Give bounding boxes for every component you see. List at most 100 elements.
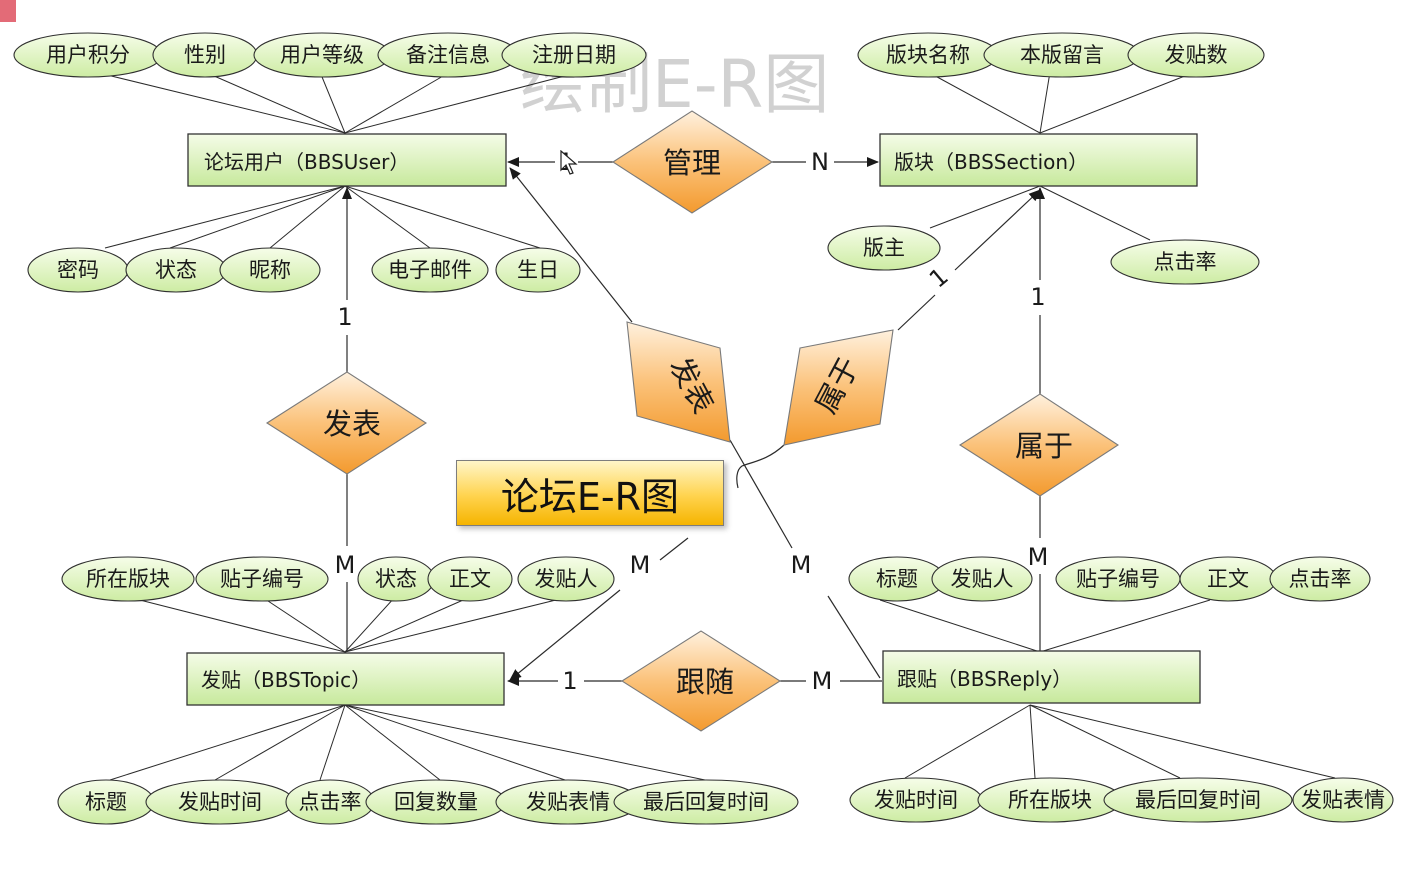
attribute-topic-bottom-0[interactable]: 标题 (57, 779, 155, 825)
card-follow-reply: M (812, 667, 833, 695)
attribute-topic-top-2[interactable]: 状态 (357, 556, 435, 602)
card-manage-section: N (811, 148, 829, 176)
attribute-reply-bottom-3[interactable]: 发贴表情 (1292, 777, 1394, 823)
attribute-label: 用户等级 (280, 43, 364, 67)
attribute-connectors (94, 71, 1336, 781)
attribute-label: 注册日期 (532, 43, 616, 67)
entity-bbsreply[interactable]: 跟贴（BBSReply） (882, 650, 1201, 704)
attribute-label: 版主 (863, 236, 905, 260)
attribute-reply-bottom-0[interactable]: 发贴时间 (849, 777, 983, 823)
attribute-reply-bottom-1[interactable]: 所在版块 (977, 777, 1123, 823)
attribute-topic-bottom-5[interactable]: 最后回复时间 (613, 779, 799, 825)
attribute-topic-bottom-4[interactable]: 发贴表情 (495, 779, 641, 825)
relationship-label: 跟随 (676, 665, 734, 699)
attribute-ellipse (495, 247, 581, 293)
attribute-label: 状态 (375, 567, 417, 591)
attribute-reply-top-1[interactable]: 发贴人 (931, 556, 1033, 602)
attribute-ellipse (1103, 777, 1293, 823)
attribute-label: 版块名称 (886, 43, 970, 67)
attribute-user-top-4[interactable]: 注册日期 (501, 32, 647, 78)
attribute-reply-top-2[interactable]: 贴子编号 (1055, 556, 1181, 602)
attribute-topic-bottom-1[interactable]: 发贴时间 (145, 779, 295, 825)
attribute-reply-bottom-2[interactable]: 最后回复时间 (1103, 777, 1293, 823)
attribute-label: 昵称 (249, 258, 291, 282)
entity-bbsuser[interactable]: 论坛用户（BBSUser） (187, 133, 507, 187)
attribute-label: 发贴时间 (874, 788, 958, 812)
attribute-label: 本版留言 (1020, 43, 1104, 67)
relationship-label: 管理 (663, 146, 721, 180)
attribute-label: 点击率 (299, 790, 362, 814)
attribute-ellipse (613, 779, 799, 825)
attribute-section-bottom-0[interactable]: 版主 (827, 225, 941, 271)
attribute-topic-bottom-2[interactable]: 点击率 (285, 779, 375, 825)
entity-label: 论坛用户（BBSUser） (204, 150, 409, 174)
attribute-label: 标题 (85, 790, 127, 814)
diagram-title: 论坛E-R图 (456, 460, 724, 526)
attribute-label: 最后回复时间 (1135, 788, 1261, 812)
relationship-topic-belongs[interactable]: 属于 (783, 329, 894, 446)
attribute-ellipse (931, 556, 1033, 602)
attribute-label: 发贴表情 (526, 790, 610, 814)
attribute-reply-top-4[interactable]: 点击率 (1269, 556, 1371, 602)
relationship-publish-reply[interactable]: 发表 (626, 321, 731, 443)
entity-bbssection[interactable]: 版块（BBSSection） (879, 133, 1198, 187)
relationship-manage[interactable]: 管理 (611, 110, 774, 214)
attribute-ellipse (1127, 32, 1265, 78)
attribute-user-bottom-4[interactable]: 生日 (495, 247, 581, 293)
relationship-publish-topic[interactable]: 发表 (265, 371, 428, 475)
attribute-ellipse (827, 225, 941, 271)
attribute-reply-top-3[interactable]: 正文 (1179, 556, 1277, 602)
attribute-label: 最后回复时间 (643, 790, 769, 814)
entity-bbstopic[interactable]: 发贴（BBSTopic） (186, 652, 505, 706)
attribute-label: 贴子编号 (220, 567, 304, 591)
attribute-topic-top-4[interactable]: 发贴人 (517, 556, 615, 602)
attribute-label: 发贴人 (951, 567, 1014, 591)
attribute-user-top-2[interactable]: 用户等级 (253, 32, 391, 78)
attribute-topic-bottom-3[interactable]: 回复数量 (365, 779, 507, 825)
attribute-label: 发贴数 (1165, 43, 1228, 67)
attribute-section-top-2[interactable]: 发贴数 (1127, 32, 1265, 78)
attribute-user-top-3[interactable]: 备注信息 (377, 32, 519, 78)
relationship-follow[interactable]: 跟随 (620, 630, 782, 732)
attribute-label: 用户积分 (46, 43, 130, 67)
attribute-topic-top-1[interactable]: 贴子编号 (195, 556, 329, 602)
corner-mark (0, 0, 16, 22)
attribute-user-top-0[interactable]: 用户积分 (13, 32, 163, 78)
attribute-user-bottom-0[interactable]: 密码 (27, 247, 129, 293)
card-belongs-reply: M (1028, 543, 1049, 571)
attribute-topic-top-0[interactable]: 所在版块 (61, 556, 195, 602)
attribute-ellipse (371, 247, 489, 293)
attribute-user-bottom-2[interactable]: 昵称 (219, 247, 321, 293)
attribute-label: 标题 (876, 567, 918, 591)
relationship-reply-belongs[interactable]: 属于 (958, 393, 1120, 497)
attribute-ellipse (1269, 556, 1371, 602)
attribute-label: 发贴表情 (1301, 788, 1385, 812)
attribute-user-bottom-1[interactable]: 状态 (125, 247, 227, 293)
attribute-label: 备注信息 (406, 43, 490, 67)
attribute-label: 密码 (57, 258, 99, 282)
attribute-section-top-1[interactable]: 本版留言 (983, 32, 1141, 78)
attribute-ellipse (1110, 239, 1260, 285)
attribute-section-bottom-1[interactable]: 点击率 (1110, 239, 1260, 285)
attribute-label: 回复数量 (394, 790, 478, 814)
attribute-label: 生日 (517, 258, 559, 282)
attribute-label: 发贴时间 (178, 790, 262, 814)
entity-label: 发贴（BBSTopic） (201, 668, 371, 692)
attribute-section-top-0[interactable]: 版块名称 (857, 32, 999, 78)
attribute-reply-top-0[interactable]: 标题 (848, 556, 946, 602)
card-belongs-section: 1 (1030, 283, 1045, 311)
attribute-topic-top-3[interactable]: 正文 (427, 556, 513, 602)
attributes: 用户积分性别用户等级备注信息注册日期密码状态昵称电子邮件生日版块名称本版留言发贴… (13, 32, 1394, 825)
attribute-user-top-1[interactable]: 性别 (152, 32, 258, 78)
attribute-label: 状态 (155, 258, 197, 282)
attribute-label: 所在版块 (1008, 788, 1092, 812)
mouse-cursor-icon (560, 150, 578, 175)
card-publish-topic: M (335, 551, 356, 579)
attribute-user-bottom-3[interactable]: 电子邮件 (371, 247, 489, 293)
attribute-label: 电子邮件 (388, 258, 472, 282)
card-follow-topic: 1 (562, 667, 577, 695)
card-slant-publish-reply: M (791, 551, 812, 579)
attribute-label: 发贴人 (535, 567, 598, 591)
attribute-ellipse (219, 247, 321, 293)
